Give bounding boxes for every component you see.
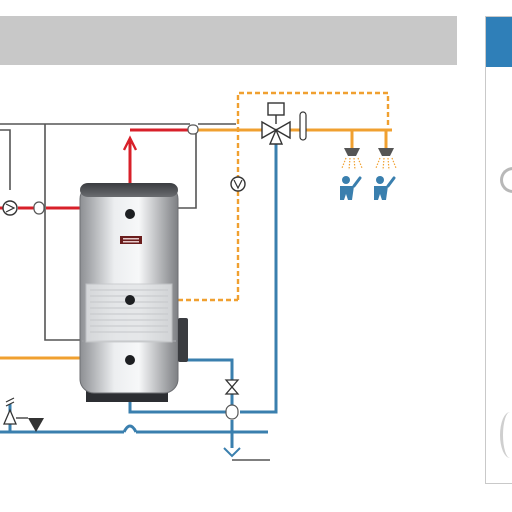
three-way-mixing-valve bbox=[261, 102, 307, 145]
hot-water-supply-pipe bbox=[128, 128, 190, 185]
control-line-left bbox=[0, 129, 11, 190]
tank-port-middle bbox=[125, 295, 135, 305]
drain-pipe-top bbox=[178, 358, 234, 405]
safety-valve bbox=[3, 397, 44, 432]
header-bar bbox=[0, 16, 457, 65]
side-panel-decoration bbox=[500, 167, 512, 193]
hot-water-arrow bbox=[122, 135, 138, 151]
circulation-pump-right bbox=[230, 176, 246, 192]
brand-logo bbox=[120, 236, 142, 244]
side-panel-decoration-lower bbox=[500, 412, 512, 458]
joint-drain bbox=[225, 404, 239, 420]
shower-head-right bbox=[375, 148, 397, 171]
user-icon-right bbox=[374, 176, 396, 200]
side-panel-header bbox=[486, 17, 512, 67]
circulation-line bbox=[170, 91, 390, 302]
joint-top bbox=[187, 124, 199, 135]
cold-water-crossover bbox=[122, 424, 138, 433]
control-line-sensor bbox=[44, 124, 82, 341]
tank-port-top bbox=[125, 209, 135, 219]
hot-water-storage-tank bbox=[79, 183, 188, 402]
shower-head-left bbox=[341, 148, 363, 171]
check-valve bbox=[224, 379, 240, 395]
expansion-vessel bbox=[28, 418, 44, 432]
drain-outlet bbox=[223, 447, 241, 458]
cold-water-pipes bbox=[0, 142, 278, 448]
cold-water-to-valve bbox=[240, 142, 278, 414]
user-icon-left bbox=[340, 176, 362, 200]
electric-heater-flange bbox=[178, 318, 188, 362]
side-panel bbox=[485, 16, 512, 484]
heat-exchanger-coil bbox=[85, 283, 173, 343]
circulation-pump-left bbox=[2, 200, 18, 216]
joint-left bbox=[33, 201, 45, 215]
control-line-return bbox=[178, 130, 197, 209]
tank-port-bottom bbox=[125, 355, 135, 365]
pipe-joints bbox=[33, 124, 239, 420]
control-wiring bbox=[0, 123, 236, 341]
tank-top-cap bbox=[80, 183, 178, 197]
thermostat-sensor bbox=[299, 111, 307, 141]
